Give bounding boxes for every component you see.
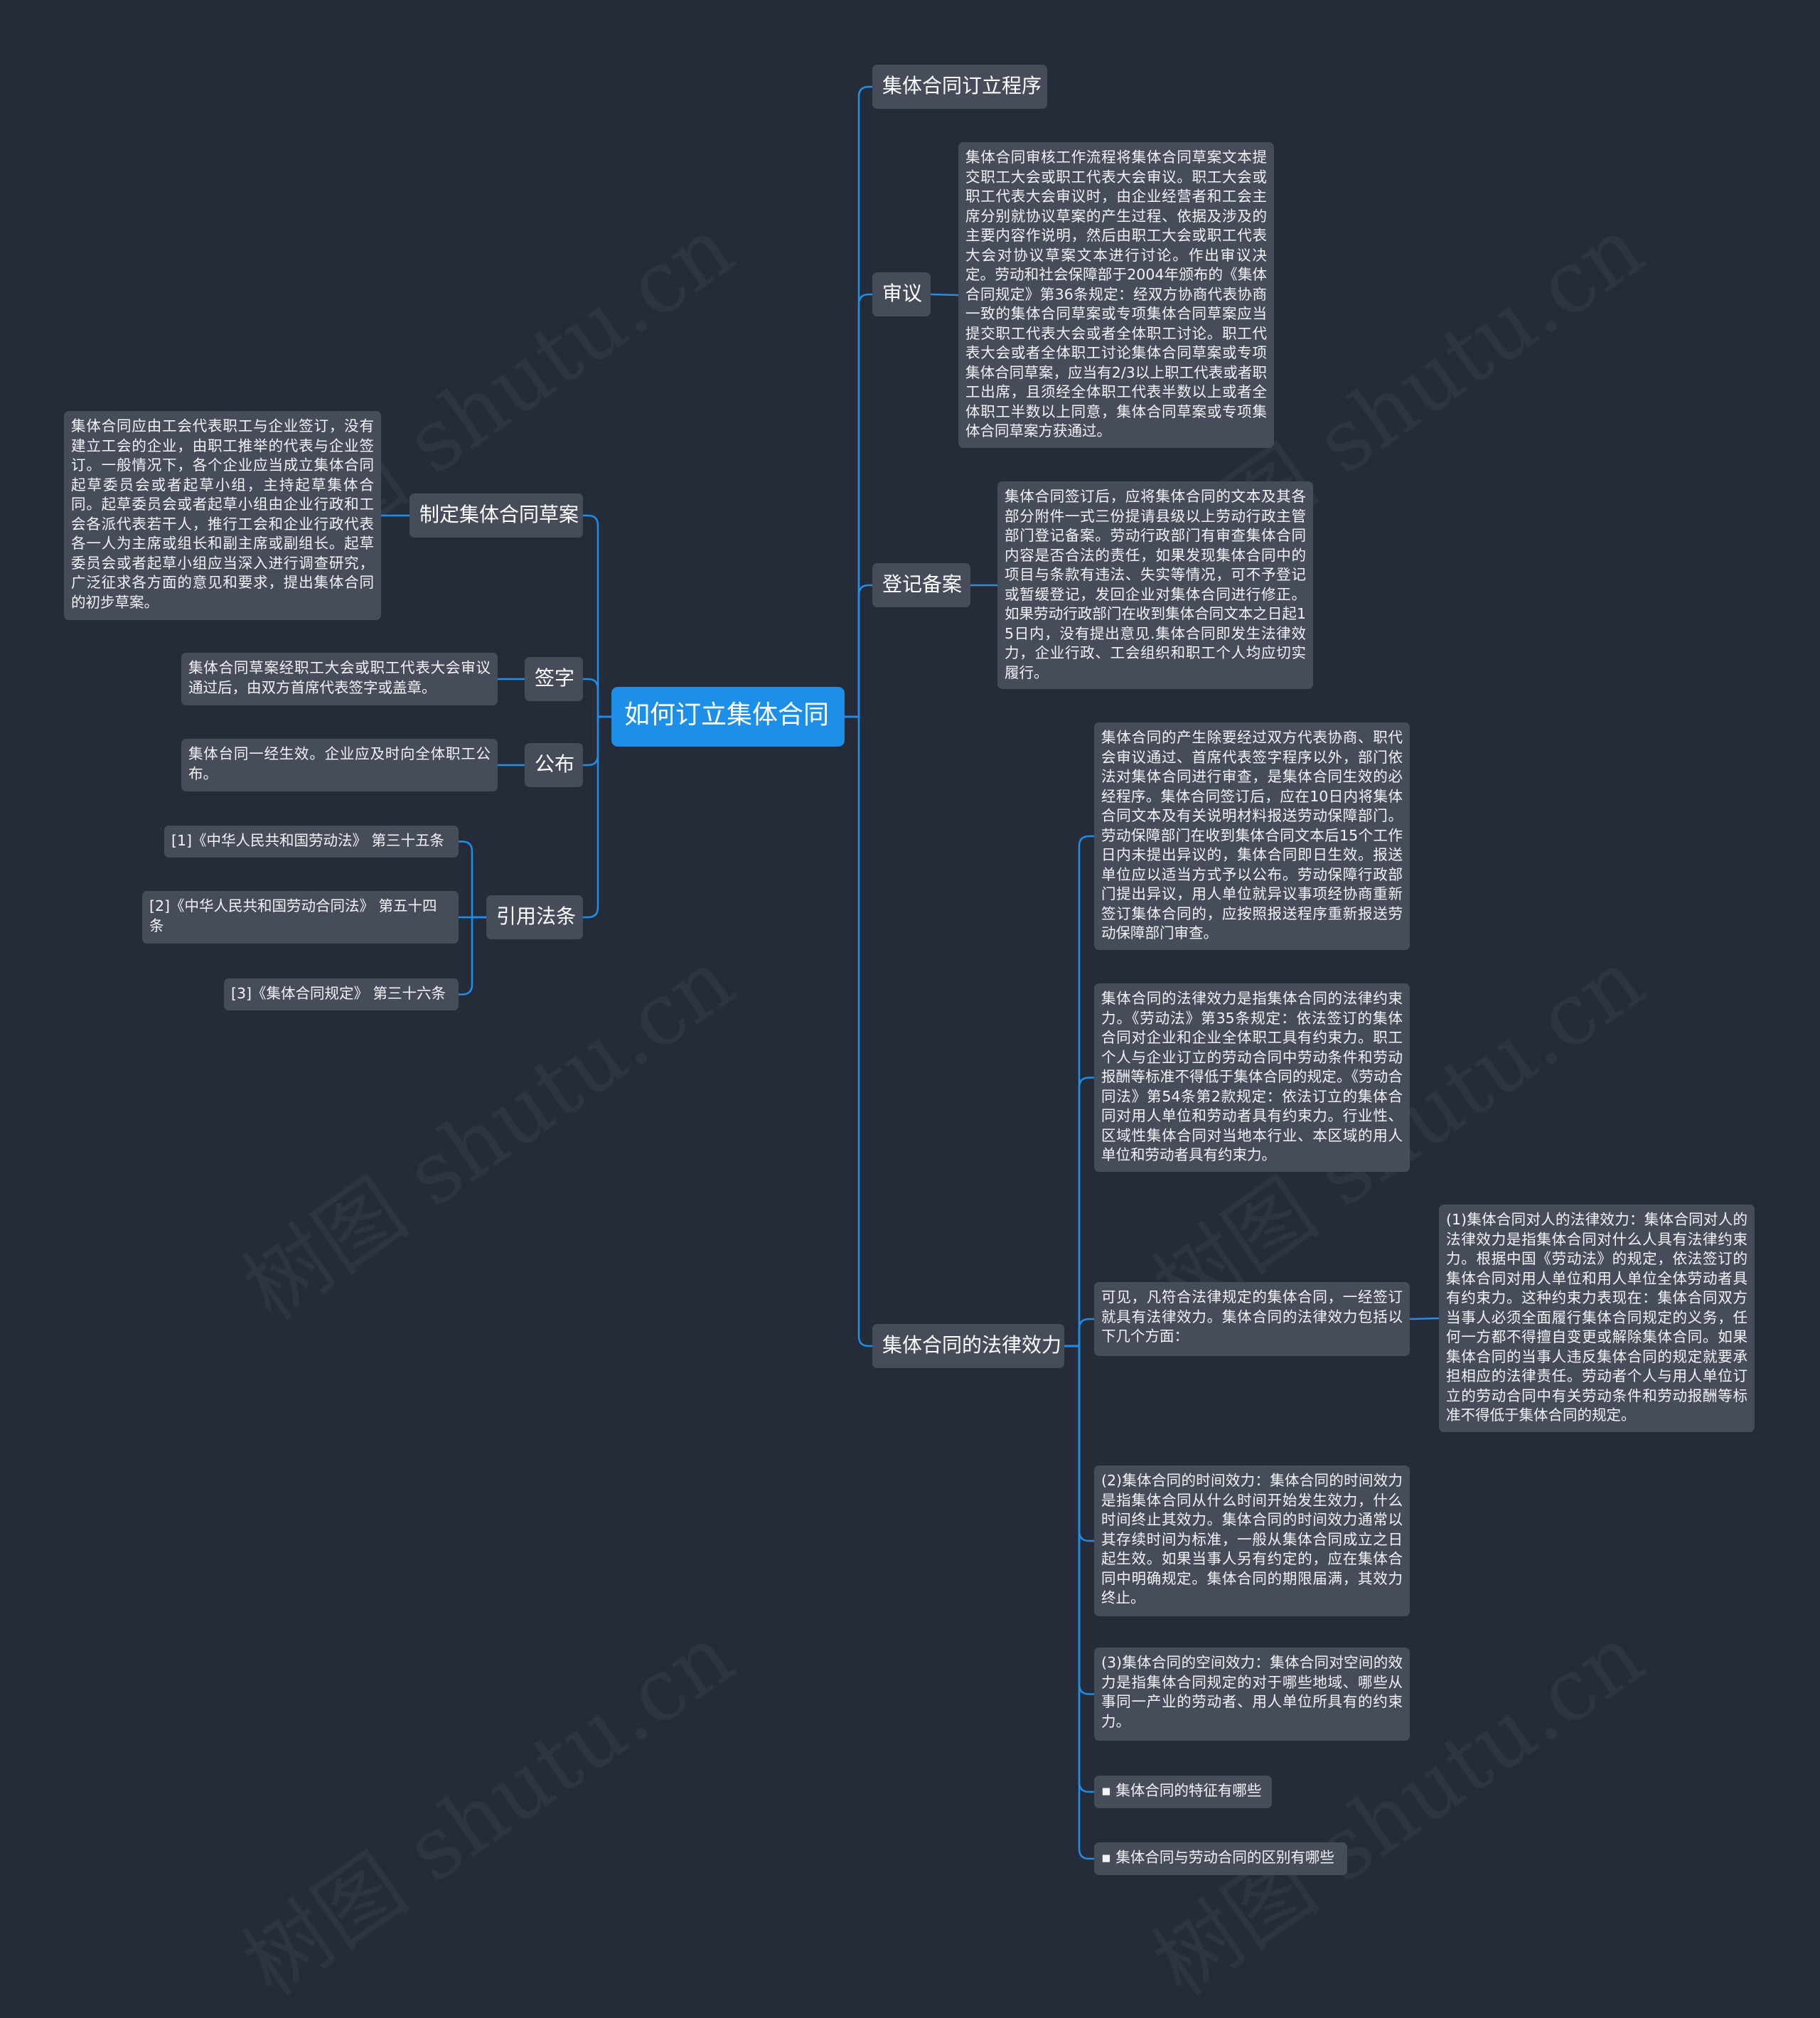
effect-note-review: 集体合同的产生除要经过双方代表协商、职代会审议通过、首席代表签字程序以外，部门依… xyxy=(1094,722,1410,950)
link-features[interactable]: ▪ 集体合同的特征有哪些 xyxy=(1094,1776,1272,1808)
connector-line xyxy=(1409,1317,1440,1320)
topic-draft[interactable]: 制定集体合同草案 xyxy=(410,493,583,538)
connector-line xyxy=(1064,1318,1094,1347)
law-reference[interactable]: [1]《中华人民共和国劳动法》 第三十五条 xyxy=(164,826,459,858)
connector-line xyxy=(1064,1345,1094,1860)
connector-line xyxy=(583,715,611,919)
connector-line xyxy=(845,715,872,1347)
connector-line xyxy=(583,678,611,718)
draft-note: 集体合同应由工会代表职工与企业签订，没有建立工会的企业，由职工推举的代表与企业签… xyxy=(64,411,381,620)
effect-note-binding: 集体合同的法律效力是指集体合同的法律约束力。《劳动法》第35条规定：依法签订的集… xyxy=(1094,983,1410,1172)
connector-line xyxy=(845,293,872,718)
law-reference[interactable]: [2]《中华人民共和国劳动合同法》 第五十四条 xyxy=(142,891,459,944)
effect-note-time: (2)集体合同的时间效力：集体合同的时间效力是指集体合同从什么时间开始发生效力，… xyxy=(1094,1466,1410,1616)
topic-legal-effect[interactable]: 集体合同的法律效力 xyxy=(872,1324,1064,1368)
law-reference[interactable]: [3]《集体合同规定》 第三十六条 xyxy=(224,978,459,1010)
connector-line xyxy=(930,293,959,297)
topic-review[interactable]: 审议 xyxy=(872,272,931,316)
topic-procedure[interactable]: 集体合同订立程序 xyxy=(872,65,1047,109)
connector-line xyxy=(459,916,486,995)
connector-line xyxy=(845,85,872,718)
topic-cited-laws[interactable]: 引用法条 xyxy=(486,895,583,939)
publish-note: 集体台同一经生效。企业应及时向全体职工公布。 xyxy=(181,739,498,791)
connector-line xyxy=(1064,1077,1094,1347)
root-topic[interactable]: 如何订立集体合同 xyxy=(611,687,845,747)
effect-note-persons: (1)集体合同对人的法律效力：集体合同对人的法律效力是指集体合同对什么人具有法律… xyxy=(1439,1205,1755,1432)
topic-sign[interactable]: 签字 xyxy=(525,657,583,701)
connector-lines xyxy=(381,85,1440,1860)
effect-note-aspects: 可见，凡符合法律规定的集体合同，一经签订就具有法律效力。集体合同的法律效力包括以… xyxy=(1094,1282,1410,1356)
connector-line xyxy=(845,584,872,718)
connector-line xyxy=(459,840,486,919)
effect-note-space: (3)集体合同的空间效力：集体合同对空间的效力是指集体合同规定的对于哪些地域、哪… xyxy=(1094,1648,1410,1741)
connector-line xyxy=(583,514,611,718)
connector-line xyxy=(1064,835,1094,1347)
topic-register[interactable]: 登记备案 xyxy=(872,563,970,607)
sign-note: 集体合同草案经职工大会或职工代表大会审议通过后，由双方首席代表签字或盖章。 xyxy=(181,653,498,705)
topic-publish[interactable]: 公布 xyxy=(525,743,583,787)
link-differences[interactable]: ▪ 集体合同与劳动合同的区别有哪些 xyxy=(1094,1842,1347,1875)
review-note: 集体合同审核工作流程将集体合同草案文本提交职工大会或职工代表大会审议。职工大会或… xyxy=(958,142,1274,448)
register-note: 集体合同签订后，应将集体合同的文本及其各部分附件一式三份提请县级以上劳动行政主管… xyxy=(997,481,1313,689)
